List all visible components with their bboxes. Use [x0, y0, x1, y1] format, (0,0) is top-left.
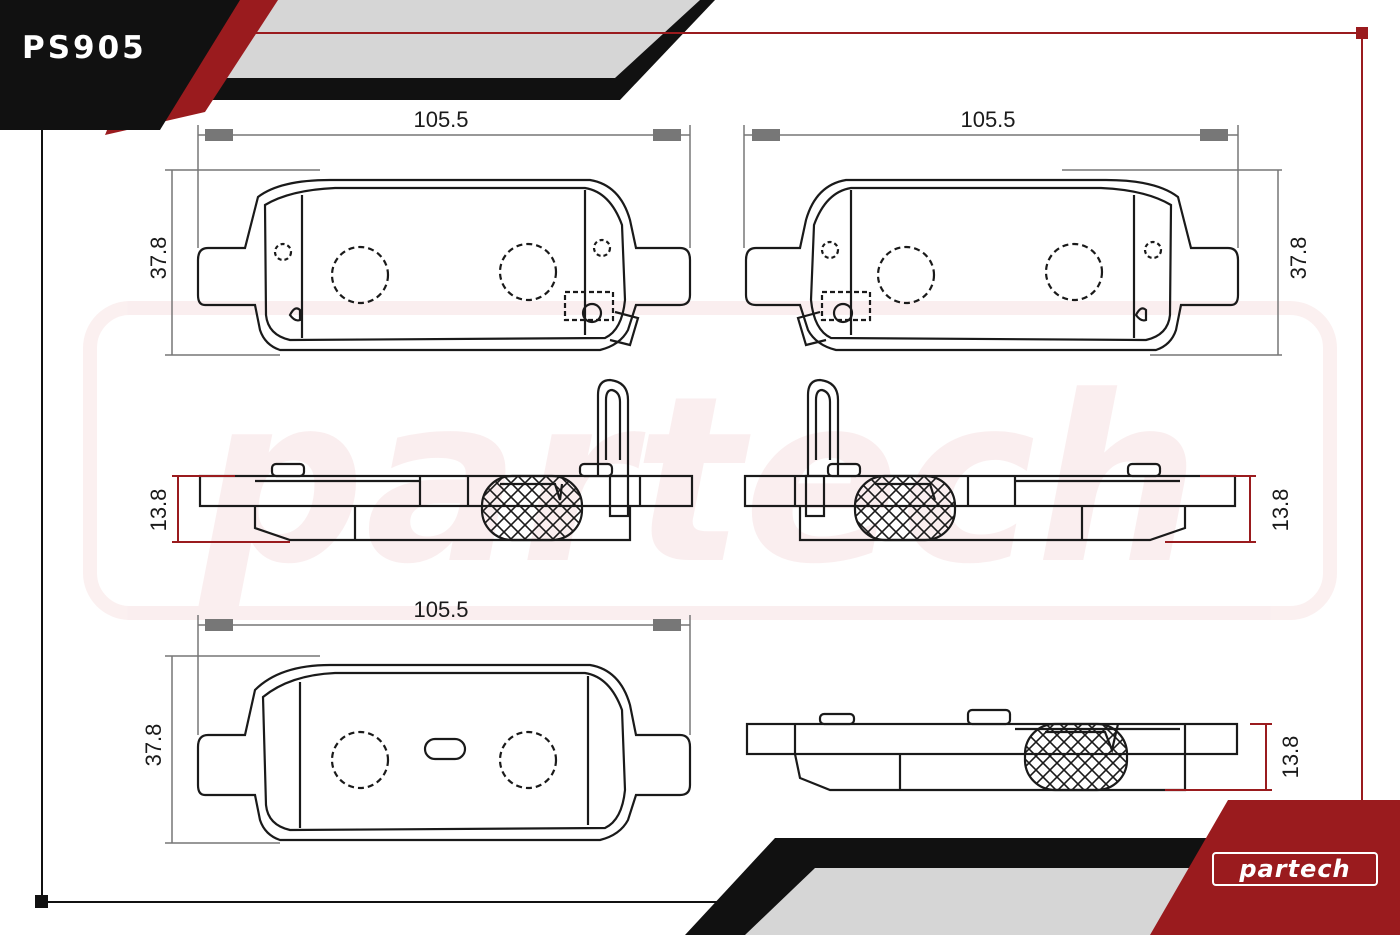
pad-a-thickness-dim	[172, 475, 290, 543]
pad-c-side-view	[745, 708, 1239, 792]
pad-c-width-label: 105.5	[413, 597, 468, 622]
pad-a-height-dim	[165, 169, 320, 356]
brand-name-part-b: tech	[1287, 855, 1351, 883]
pad-a-height-label: 37.8	[146, 237, 171, 280]
brand-name-part-a: par	[1239, 855, 1288, 883]
pad-a-side-view	[198, 378, 694, 542]
pad-b-height-dim	[1062, 169, 1282, 356]
pad-b-side-view	[743, 378, 1237, 542]
pad-a-front-view	[196, 178, 692, 352]
product-code: PS905	[22, 30, 147, 66]
pad-b-width-dim	[743, 125, 1239, 248]
pad-b-width-label: 105.5	[960, 107, 1015, 132]
pad-b-height-label: 37.8	[1286, 237, 1311, 280]
pad-b-front-view	[744, 178, 1240, 352]
pad-a-width-label: 105.5	[413, 107, 468, 132]
header-banner	[0, 0, 715, 135]
pad-a-width-dim	[197, 125, 691, 248]
pad-b-thickness-dim	[1165, 475, 1256, 543]
pad-b-thickness-label: 13.8	[1268, 489, 1293, 532]
pad-c-height-dim	[165, 655, 320, 844]
footer-banner	[685, 800, 1400, 935]
pad-c-width-dim	[197, 615, 691, 735]
pad-a-thickness-label: 13.8	[146, 489, 171, 532]
frame-lines	[35, 27, 1368, 908]
pad-c-thickness-dim	[1165, 723, 1272, 791]
pad-c-thickness-label: 13.8	[1278, 736, 1303, 779]
pad-c-front-view	[196, 663, 692, 842]
pad-c-height-label: 37.8	[141, 724, 166, 767]
watermark: partech	[83, 301, 1337, 620]
